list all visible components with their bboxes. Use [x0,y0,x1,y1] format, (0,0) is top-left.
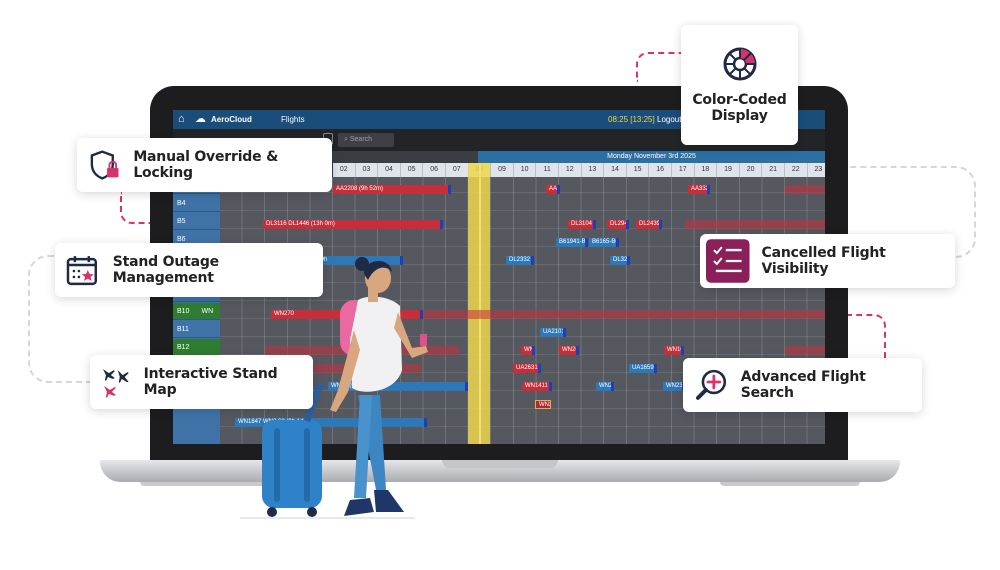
flight-bar[interactable]: AA [546,185,560,194]
hour-label: 09 [491,163,514,177]
hour-axis: 0203040506070809101112131415161718192021… [333,163,825,177]
hour-label: 03 [356,163,379,177]
feature-label-manual-override: Manual Override & Locking [133,149,279,181]
connector-dash [636,52,682,82]
flight-bar[interactable]: WN [521,346,535,355]
current-time-line [479,163,481,444]
hour-label: 04 [378,163,401,177]
flight-bar[interactable]: UA1659 [629,364,657,373]
feature-card-manual-override: Manual Override & Locking [77,138,332,192]
flight-bar[interactable]: WN1411 [522,382,552,391]
stand-id: B6 [177,236,186,243]
flight-bar[interactable]: WN26 [559,346,579,355]
hour-label: 07 [446,163,469,177]
app-header: ⌂ ☁ AeroCloud Flights 08:25 [13:25] Logo… [173,110,825,129]
hour-label: 10 [514,163,537,177]
stand-id: B11 [177,326,189,333]
hour-label: 02 [333,163,356,177]
laptop-notch [442,460,558,468]
flight-bar-background [785,346,825,355]
flight-bar-background [271,310,825,319]
feature-card-interactive-map: Interactive Stand Map [90,355,313,409]
laptop-foot [720,482,860,486]
hour-label: 22 [785,163,808,177]
clock: 08:25 [13:25] [608,115,655,124]
hour-label: 23 [808,163,825,177]
hour-label: 14 [604,163,627,177]
hour-label: 13 [582,163,605,177]
flight-bar[interactable]: WN2 [535,400,551,409]
toolbar: ⌕ Search [173,129,825,151]
flight-bar[interactable]: DL3116 DL1446 (13h 0m) [263,220,443,229]
home-icon[interactable]: ⌂ [178,113,185,125]
stand-row-label[interactable]: B11 [173,321,220,338]
hour-label: 12 [559,163,582,177]
hour-label: 15 [627,163,650,177]
feature-card-cancelled-flight: Cancelled Flight Visibility [700,234,955,288]
connector-dash [120,192,152,224]
hour-label: 20 [740,163,763,177]
feature-label-color-coded: Color-Coded Display [692,92,787,124]
feature-label-cancelled-flight: Cancelled Flight Visibility [761,245,886,277]
color-wheel-icon [723,47,756,81]
flight-bar[interactable]: DL2332 [506,256,534,265]
brand-name: AeroCloud [211,115,252,124]
date-header: Monday November 3rd 2025 [478,151,825,163]
hour-label: 17 [672,163,695,177]
floor-shadow [240,517,415,519]
flight-bar-background [685,220,825,229]
stand-id: B10 [177,308,190,315]
stand-row-label[interactable]: B4 [173,195,220,212]
feature-label-stand-outage: Stand Outage Management [112,254,219,286]
flight-bar[interactable]: WN2 [596,382,614,391]
feature-label-advanced-search: Advanced Flight Search [740,369,866,401]
stand-row-label[interactable]: B5 [173,213,220,230]
feature-card-stand-outage: Stand Outage Management [55,243,323,297]
flight-bar-background [265,364,421,373]
planes-icon [102,369,129,398]
flight-bar[interactable]: B6165-B6 [589,238,619,247]
calendar-star-icon [66,256,97,286]
stand-id: B4 [177,200,186,207]
logout-link[interactable]: Logout [657,115,682,124]
stand-row-label[interactable]: B10 WN [173,303,220,320]
flight-bar[interactable]: DL2439 [636,220,662,229]
flight-bar[interactable]: DL2941 [607,220,629,229]
stand-id: B5 [177,218,186,225]
flight-bar[interactable]: UA2631 [513,364,541,373]
stand-type: WN [201,308,214,315]
hour-label: 21 [762,163,785,177]
flight-bar[interactable]: WN23 [663,382,685,391]
search-icon: ⌕ [344,136,350,143]
hour-label: 05 [401,163,424,177]
flight-bar[interactable]: DL323 [610,256,630,265]
shield-lock-icon [90,150,119,180]
feature-label-interactive-map: Interactive Stand Map [143,366,278,398]
feature-card-advanced-search: Advanced Flight Search [683,358,922,412]
checklist-icon [706,239,750,283]
hour-label: 11 [536,163,559,177]
flight-bar-background [785,185,825,194]
hour-label: 16 [649,163,672,177]
flight-bar[interactable]: WN10 [664,346,684,355]
stand-row-label[interactable]: B12 [173,339,220,356]
connector-dash [846,314,886,360]
cloud-logo-icon: ☁ [195,113,206,125]
search-plus-icon [695,369,727,400]
flight-bar[interactable]: UA2101 [540,328,566,337]
hour-label: 06 [423,163,446,177]
hour-label: 18 [695,163,718,177]
search-placeholder: Search [349,136,373,143]
traveler-illustration [262,257,428,517]
search-input[interactable]: ⌕ Search [338,133,394,147]
nav-flights[interactable]: Flights [281,115,305,124]
flight-bar[interactable]: AA2208 (9h 52m) [333,185,451,194]
feature-card-color-coded: Color-Coded Display [681,25,798,145]
hour-label: 19 [717,163,740,177]
flight-bar[interactable]: AA3322 [688,185,710,194]
flight-bar[interactable]: DL3104 [568,220,596,229]
laptop-foot [140,482,280,486]
flight-bar[interactable]: B61941-B6 [556,238,588,247]
stand-id: B12 [177,344,190,351]
